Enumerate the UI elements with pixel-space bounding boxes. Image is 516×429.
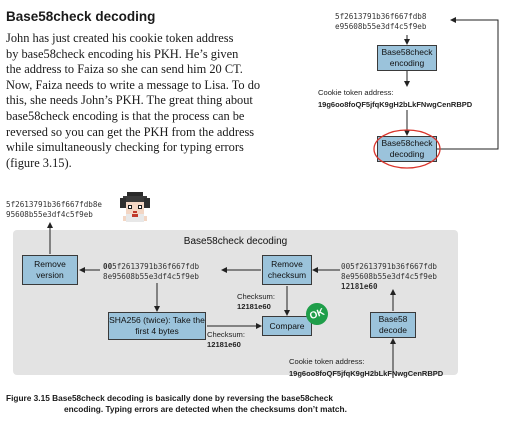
sha256-label: SHA256 (twice): Take the first 4 bytes — [109, 315, 205, 336]
paragraph-line: while simultaneously checking for typing… — [6, 140, 244, 155]
intro-paragraph: John has just created his cookie token a… — [6, 31, 306, 171]
bottom-address-label: Cookie token address: — [289, 357, 365, 366]
remove-checksum-label: Remove checksum — [267, 259, 307, 280]
versioned-line-rest: 5f2613791b36f667fdb — [112, 262, 200, 271]
caption-line: Figure 3.15 Base58check decoding is basi… — [6, 393, 333, 403]
character-svg — [120, 192, 150, 222]
character-illustration — [118, 190, 152, 224]
output-pkh-line: 5f2613791b36f667fdb8e — [6, 200, 103, 209]
checksum-value-a: 12181e60 — [237, 302, 271, 311]
version-prefix: 00 — [103, 262, 113, 271]
remove-version-box: Remove version — [22, 255, 78, 285]
remove-checksum-box: Remove checksum — [262, 255, 312, 285]
compare-box: Compare — [262, 316, 312, 336]
paragraph-line: (figure 3.15). — [6, 155, 72, 170]
highlight-ring — [373, 129, 441, 169]
decoding-panel — [13, 230, 458, 375]
arrow-decoding-to-pkh — [437, 17, 499, 150]
versioned-line: 005f2613791b36f667fdb — [103, 262, 199, 272]
checksum-value-b: 12181e60 — [207, 340, 241, 349]
remove-version-label: Remove version — [34, 259, 66, 280]
top-address-value: 19g6oo8foQF5jfqK9gH2bLkFNwgCenRBPD — [318, 100, 473, 109]
base58-decode-box: Base58 decode — [370, 312, 416, 338]
output-pkh-line: 95608b55e3df4c5f9eb — [6, 210, 93, 219]
output-pkh-text: 5f2613791b36f667fdb8e 95608b55e3df4c5f9e… — [6, 200, 102, 220]
top-pkh-line: 5f2613791b36f667fdb8 — [335, 12, 427, 21]
panel-title: Base58check decoding — [183, 236, 288, 247]
encoding-box: Base58check encoding — [377, 45, 437, 71]
top-address-label: Cookie token address: — [318, 88, 394, 97]
paragraph-line: John has just created his cookie token a… — [6, 31, 234, 45]
decoded-checksum: 12181e60 — [341, 282, 378, 291]
decoded-line: 8e95608b55e3df4c5f9eb — [341, 272, 438, 281]
base58-decode-label: Base58 decode — [378, 314, 408, 335]
paragraph-line: this, she needs John’s PKH. The great th… — [6, 93, 253, 108]
decoding-box: Base58check decoding — [377, 136, 437, 162]
paragraph-line: reversed so you can get the PKH from the… — [6, 124, 255, 139]
bottom-address-value: 19g6oo8foQF5jfqK9gH2bLkFNwgCenRBPD — [289, 369, 444, 378]
decoded-text: 005f2613791b36f667fdb 8e95608b55e3df4c5f… — [341, 262, 437, 292]
paragraph-line: Now, Faiza needs to write a message to L… — [6, 77, 261, 92]
caption-line: encoding. Typing errors are detected whe… — [64, 404, 347, 414]
versioned-line: 8e95608b55e3df4c5f9eb — [103, 272, 200, 281]
decoded-line: 005f2613791b36f667fdb — [341, 262, 438, 271]
figure-caption: Figure 3.15 Base58check decoding is basi… — [6, 393, 511, 415]
versioned-pkh-text: 005f2613791b36f667fdb 8e95608b55e3df4c5f… — [103, 262, 199, 282]
section-title: Base58check decoding — [6, 9, 156, 24]
checksum-label-b: Checksum: — [207, 330, 245, 339]
paragraph-line: by base58check encoding his PKH. He’s gi… — [6, 46, 239, 61]
top-pkh-text: 5f2613791b36f667fdb8 e95608b55e3df4c5f9e… — [335, 12, 426, 32]
top-pkh-line: e95608b55e3df4c5f9eb — [335, 22, 427, 31]
paragraph-line: base58check encoding is that the process… — [6, 108, 245, 123]
checksum-label-a: Checksum: — [237, 292, 275, 301]
paragraph-line: the address to Faiza so she can send him… — [6, 62, 243, 77]
decoding-box-label: Base58check decoding — [381, 138, 433, 159]
encoding-box-label: Base58check encoding — [381, 47, 433, 68]
compare-label: Compare — [269, 320, 305, 331]
sha256-box: SHA256 (twice): Take the first 4 bytes — [108, 312, 206, 340]
